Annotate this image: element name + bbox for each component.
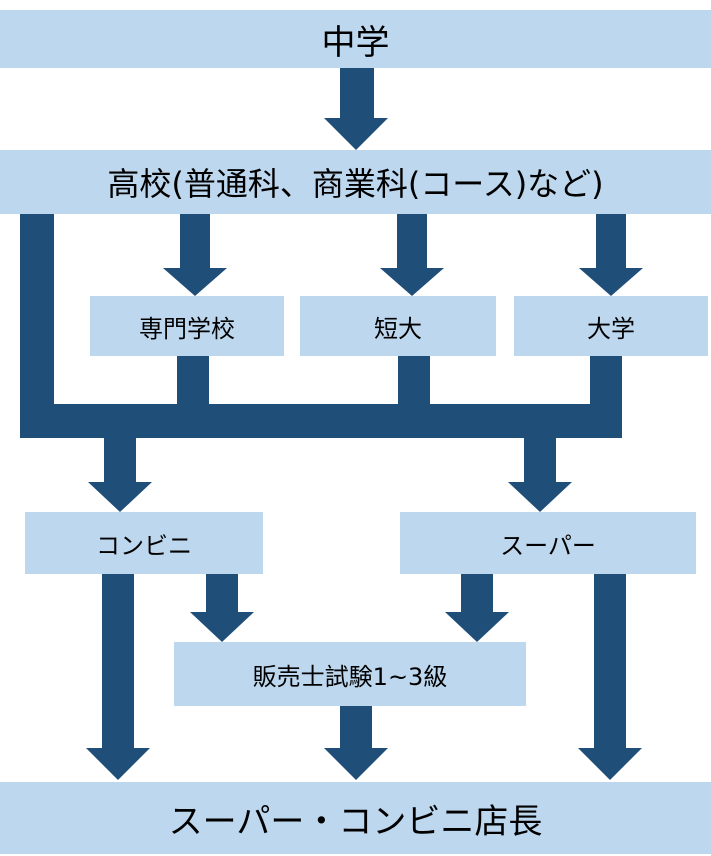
arrow-shaft-high-to-university	[596, 212, 626, 268]
store-manager-label: スーパー・コンビニ店長	[168, 801, 543, 842]
arrow-head-to-supermarket	[508, 482, 572, 512]
arrow-shaft-high-to-junior-college	[397, 212, 427, 268]
arrow-head-exam-to-manager	[324, 748, 388, 780]
arrow-head-convenience-to-exam	[190, 612, 254, 642]
arrow-head-high-to-vocational	[163, 268, 227, 296]
convenience-store-label: コンビニ	[96, 531, 192, 560]
arrow-head-convenience-to-manager	[86, 748, 150, 780]
supermarket-label: スーパー	[500, 531, 596, 560]
connectors	[20, 66, 643, 780]
sales-exam-box: 販売士試験1~3級	[174, 642, 526, 706]
left-bypass-line	[20, 212, 54, 438]
arrow-shaft-exam-to-manager	[340, 706, 372, 748]
arrow-shaft-convenience-to-exam	[206, 574, 238, 612]
high-school-label: 高校(普通科、商業科(コース)など)	[107, 165, 604, 203]
arrow-shaft-to-convenience	[104, 436, 136, 482]
arrow-shaft-middle-to-high	[340, 66, 374, 118]
arrow-shaft-convenience-to-manager	[102, 574, 134, 748]
supermarket-box: スーパー	[400, 512, 696, 574]
junior-college-box: 短大	[300, 296, 496, 356]
arrow-shaft-supermarket-to-exam	[461, 574, 493, 612]
merge-bar	[20, 404, 622, 438]
middle-school-box: 中学	[0, 10, 711, 68]
line-university-down	[590, 356, 622, 406]
sales-exam-label: 販売士試験1~3級	[252, 662, 448, 691]
vocational-school-box: 専門学校	[90, 296, 284, 356]
arrow-shaft-to-supermarket	[524, 436, 556, 482]
middle-school-label: 中学	[321, 22, 390, 63]
line-vocational-down	[177, 356, 209, 406]
arrow-head-supermarket-to-exam	[445, 612, 509, 642]
junior-college-label: 短大	[374, 314, 422, 343]
arrow-head-supermarket-to-manager	[578, 748, 642, 780]
arrow-head-to-convenience	[88, 482, 152, 512]
university-label: 大学	[587, 314, 635, 343]
arrow-head-middle-to-high	[324, 118, 388, 150]
arrow-head-high-to-junior-college	[380, 268, 444, 296]
convenience-store-box: コンビニ	[25, 512, 263, 574]
store-manager-box: スーパー・コンビニ店長	[0, 782, 711, 854]
vocational-school-label: 専門学校	[139, 314, 235, 343]
arrow-shaft-high-to-vocational	[180, 212, 210, 268]
university-box: 大学	[514, 296, 708, 356]
line-junior-college-down	[398, 356, 430, 406]
arrow-head-high-to-university	[579, 268, 643, 296]
high-school-box: 高校(普通科、商業科(コース)など)	[0, 150, 711, 214]
arrow-shaft-supermarket-to-manager	[594, 574, 626, 748]
